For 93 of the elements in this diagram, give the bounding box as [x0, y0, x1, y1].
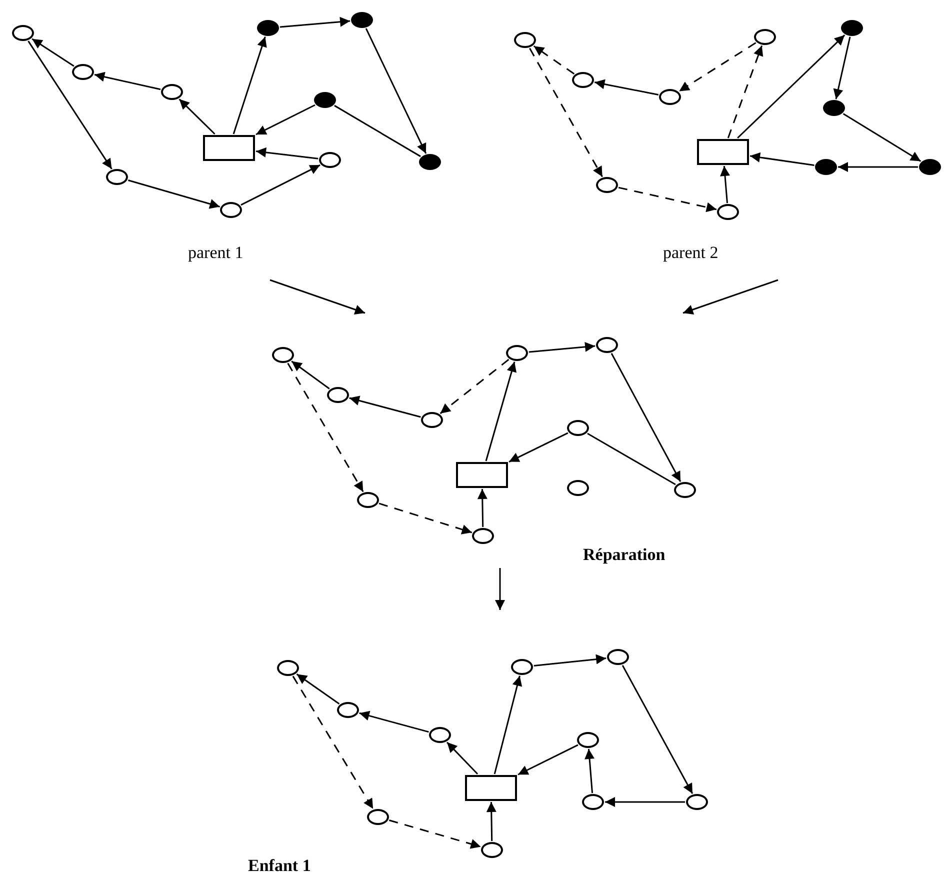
customer-circle — [481, 842, 503, 858]
arrow — [349, 396, 421, 418]
customer-circle — [567, 480, 589, 496]
customer-circle — [429, 727, 451, 743]
customer-circle — [327, 387, 349, 403]
dashed-arrow — [440, 358, 510, 414]
arrow — [232, 36, 267, 134]
arrow — [477, 488, 488, 528]
customer-dot — [314, 92, 336, 108]
depot-box — [203, 135, 255, 161]
depot-box — [465, 775, 517, 801]
arrow — [365, 28, 427, 154]
customer-circle — [596, 337, 618, 353]
customer-circle — [421, 412, 443, 428]
arrow — [359, 710, 429, 733]
customer-circle — [607, 649, 629, 665]
customer-circle — [659, 89, 681, 105]
customer-circle — [12, 25, 34, 41]
customer-circle — [272, 347, 294, 363]
dashed-arrow — [727, 45, 764, 138]
arrow — [291, 360, 330, 390]
dashed-arrow — [529, 48, 603, 178]
panel-label: parent 2 — [663, 244, 718, 261]
depot-box — [697, 139, 749, 165]
customer-dot — [419, 154, 441, 170]
arrow — [28, 40, 112, 170]
dashed-arrow — [287, 362, 364, 492]
customer-circle — [686, 794, 708, 810]
arrow — [240, 164, 320, 206]
customer-circle — [106, 169, 128, 185]
arrow — [32, 38, 74, 67]
arrow — [296, 674, 340, 704]
dashed-arrow — [533, 45, 575, 75]
arrow — [528, 342, 596, 353]
arrow — [833, 36, 851, 100]
customer-dot — [823, 100, 845, 116]
arrow — [485, 362, 517, 462]
customer-circle — [674, 482, 696, 498]
arrow — [94, 72, 161, 90]
arrow — [256, 147, 318, 160]
arrow — [584, 748, 594, 794]
customer-dot — [841, 20, 863, 36]
customer-circle — [567, 420, 589, 436]
customer-dot — [257, 20, 279, 36]
customer-circle — [577, 732, 599, 748]
arrow — [256, 104, 316, 136]
dashed-arrow — [292, 676, 374, 810]
customer-circle — [506, 345, 528, 361]
arrow — [446, 742, 478, 775]
arrow — [280, 16, 350, 28]
arrow — [842, 113, 922, 162]
arrow — [594, 79, 659, 96]
customer-circle — [161, 84, 183, 100]
arrow — [605, 797, 685, 807]
arrow — [622, 664, 694, 794]
customer-circle — [367, 809, 389, 825]
customer-circle — [596, 177, 618, 193]
depot-box — [456, 462, 508, 488]
arrow — [128, 180, 220, 209]
customer-circle — [514, 32, 536, 48]
arrow — [720, 166, 730, 204]
arrow — [750, 152, 814, 166]
dashed-arrow — [678, 42, 756, 92]
customer-circle — [717, 204, 739, 220]
arrow — [486, 802, 496, 842]
customer-circle — [319, 152, 341, 168]
dashed-arrow — [618, 186, 717, 212]
customer-circle — [277, 660, 299, 676]
customer-circle — [357, 492, 379, 508]
dashed-arrow — [378, 502, 472, 534]
panel-label: Enfant 1 — [248, 857, 311, 874]
arrow — [494, 676, 522, 774]
customer-dot — [351, 12, 373, 28]
arrow — [518, 744, 578, 776]
arrow — [610, 353, 682, 482]
arrow — [508, 432, 568, 462]
customer-circle — [337, 702, 359, 718]
arrow — [737, 34, 846, 139]
customer-circle — [511, 659, 533, 675]
panel-label: parent 1 — [188, 244, 244, 261]
arrow — [838, 162, 918, 172]
customer-dot — [919, 159, 941, 175]
customer-dot — [815, 159, 837, 175]
customer-circle — [572, 72, 594, 88]
customer-circle — [72, 64, 94, 80]
customer-circle — [754, 29, 776, 45]
customer-circle — [582, 794, 604, 810]
dashed-arrow — [388, 820, 482, 849]
arrow — [534, 654, 606, 666]
customer-circle — [220, 202, 242, 218]
arrow — [178, 98, 216, 135]
customer-circle — [472, 528, 494, 544]
panel-label: Réparation — [583, 546, 666, 563]
